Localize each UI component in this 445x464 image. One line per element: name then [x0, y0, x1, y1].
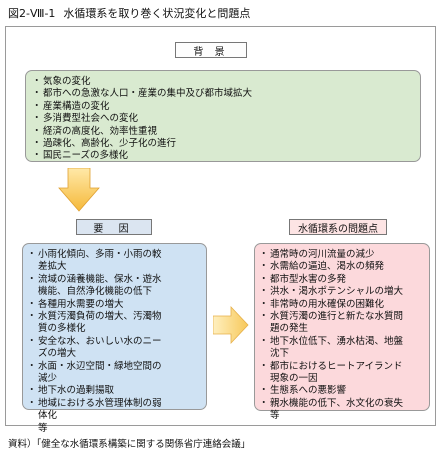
factor-item: 等 [38, 422, 48, 434]
down-arrow-icon [58, 168, 100, 212]
problem-item: 都市におけるヒートアイランド [259, 361, 425, 374]
factor-box: 小雨化傾向、多雨・小雨の較差拡大流域の涵養機能、保水・遊水機能、自然浄化機能の低… [22, 243, 207, 434]
factor-item: 水質汚濁負荷の増大、汚濁物 [27, 311, 202, 324]
factor-item: ズの増大 [38, 348, 77, 360]
problem-box: 通常時の河川流量の減少水需給の逼迫、渇水の頻発都市型水害の多発洪水・渇水ポテンシ… [254, 243, 430, 421]
problem-item: 通常時の河川流量の減少 [259, 249, 425, 262]
problem-item: 水質汚濁の進行と新たな水質問 [259, 311, 425, 324]
background-item: 産業構造の変化 [32, 101, 414, 114]
factor-item: 小雨化傾向、多雨・小雨の較 [27, 249, 202, 262]
background-item: 過疎化、高齢化、少子化の進行 [32, 138, 414, 151]
factor-label: 要 因 [76, 219, 152, 235]
background-item: 都市への急激な人口・産業の集中及び都市域拡大 [32, 88, 414, 101]
factor-item: 差拡大 [38, 261, 67, 273]
factor-item: 安全な水、おいしい水のニー [27, 336, 202, 349]
background-item: 経済の高度化、効率性重視 [32, 126, 414, 139]
problem-item: 非常時の用水確保の困難化 [259, 299, 425, 312]
factor-item: 減少 [38, 373, 58, 385]
problem-item: 生態系への悪影響 [259, 385, 425, 398]
problem-item: 沈下 [270, 348, 290, 360]
problem-label: 水循環系の問題点 [289, 219, 387, 235]
background-label: 背 景 [175, 42, 247, 58]
factor-item: 流域の涵養機能、保水・遊水 [27, 274, 202, 287]
problem-item: 親水機能の低下、水文化の衰失 [259, 398, 425, 411]
factor-item: 各種用水需要の増大 [27, 299, 202, 312]
factor-list: 小雨化傾向、多雨・小雨の較差拡大流域の涵養機能、保水・遊水機能、自然浄化機能の低… [27, 249, 202, 435]
factor-item: 質の多様化 [38, 323, 86, 335]
problem-item: 等 [270, 410, 280, 422]
factor-item: 機能、自然浄化機能の低下 [38, 286, 153, 298]
background-item: 国民ニーズの多様化 [32, 150, 414, 163]
figure-title: 図2-Ⅷ-1 水循環系を取り巻く状況変化と問題点 [8, 5, 250, 21]
factor-item: 地域における水管理体制の弱 [27, 398, 202, 411]
problem-item: 題の発生 [270, 323, 309, 335]
figure-title-text: 水循環系を取り巻く状況変化と問題点 [63, 7, 251, 20]
background-box: 気象の変化都市への急激な人口・産業の集中及び都市域拡大産業構造の変化多消費型社会… [25, 70, 421, 163]
problem-item: 洪水・渇水ポテンシャルの増大 [259, 286, 425, 299]
factor-item: 体化 [38, 410, 58, 422]
background-list: 気象の変化都市への急激な人口・産業の集中及び都市域拡大産業構造の変化多消費型社会… [32, 76, 414, 163]
background-item: 気象の変化 [32, 76, 414, 89]
problem-item: 地下水位低下、湧水枯渇、地盤 [259, 336, 425, 349]
problem-item: 水需給の逼迫、渇水の頻発 [259, 261, 425, 274]
figure-number: 図2-Ⅷ-1 [8, 7, 56, 20]
right-arrow-icon [213, 306, 249, 344]
factor-item: 地下水の過剰揚取 [27, 385, 202, 398]
factor-item: 水面・水辺空間・緑地空間の [27, 361, 202, 374]
background-item: 多消費型社会への変化 [32, 113, 414, 126]
problem-item: 現象の一因 [270, 373, 318, 385]
problem-list: 通常時の河川流量の減少水需給の逼迫、渇水の頻発都市型水害の多発洪水・渇水ポテンシ… [259, 249, 425, 423]
problem-item: 都市型水害の多発 [259, 274, 425, 287]
source-note: 資料）「健全な水循環系構築に関する関係省庁連絡会議」 [8, 439, 251, 450]
